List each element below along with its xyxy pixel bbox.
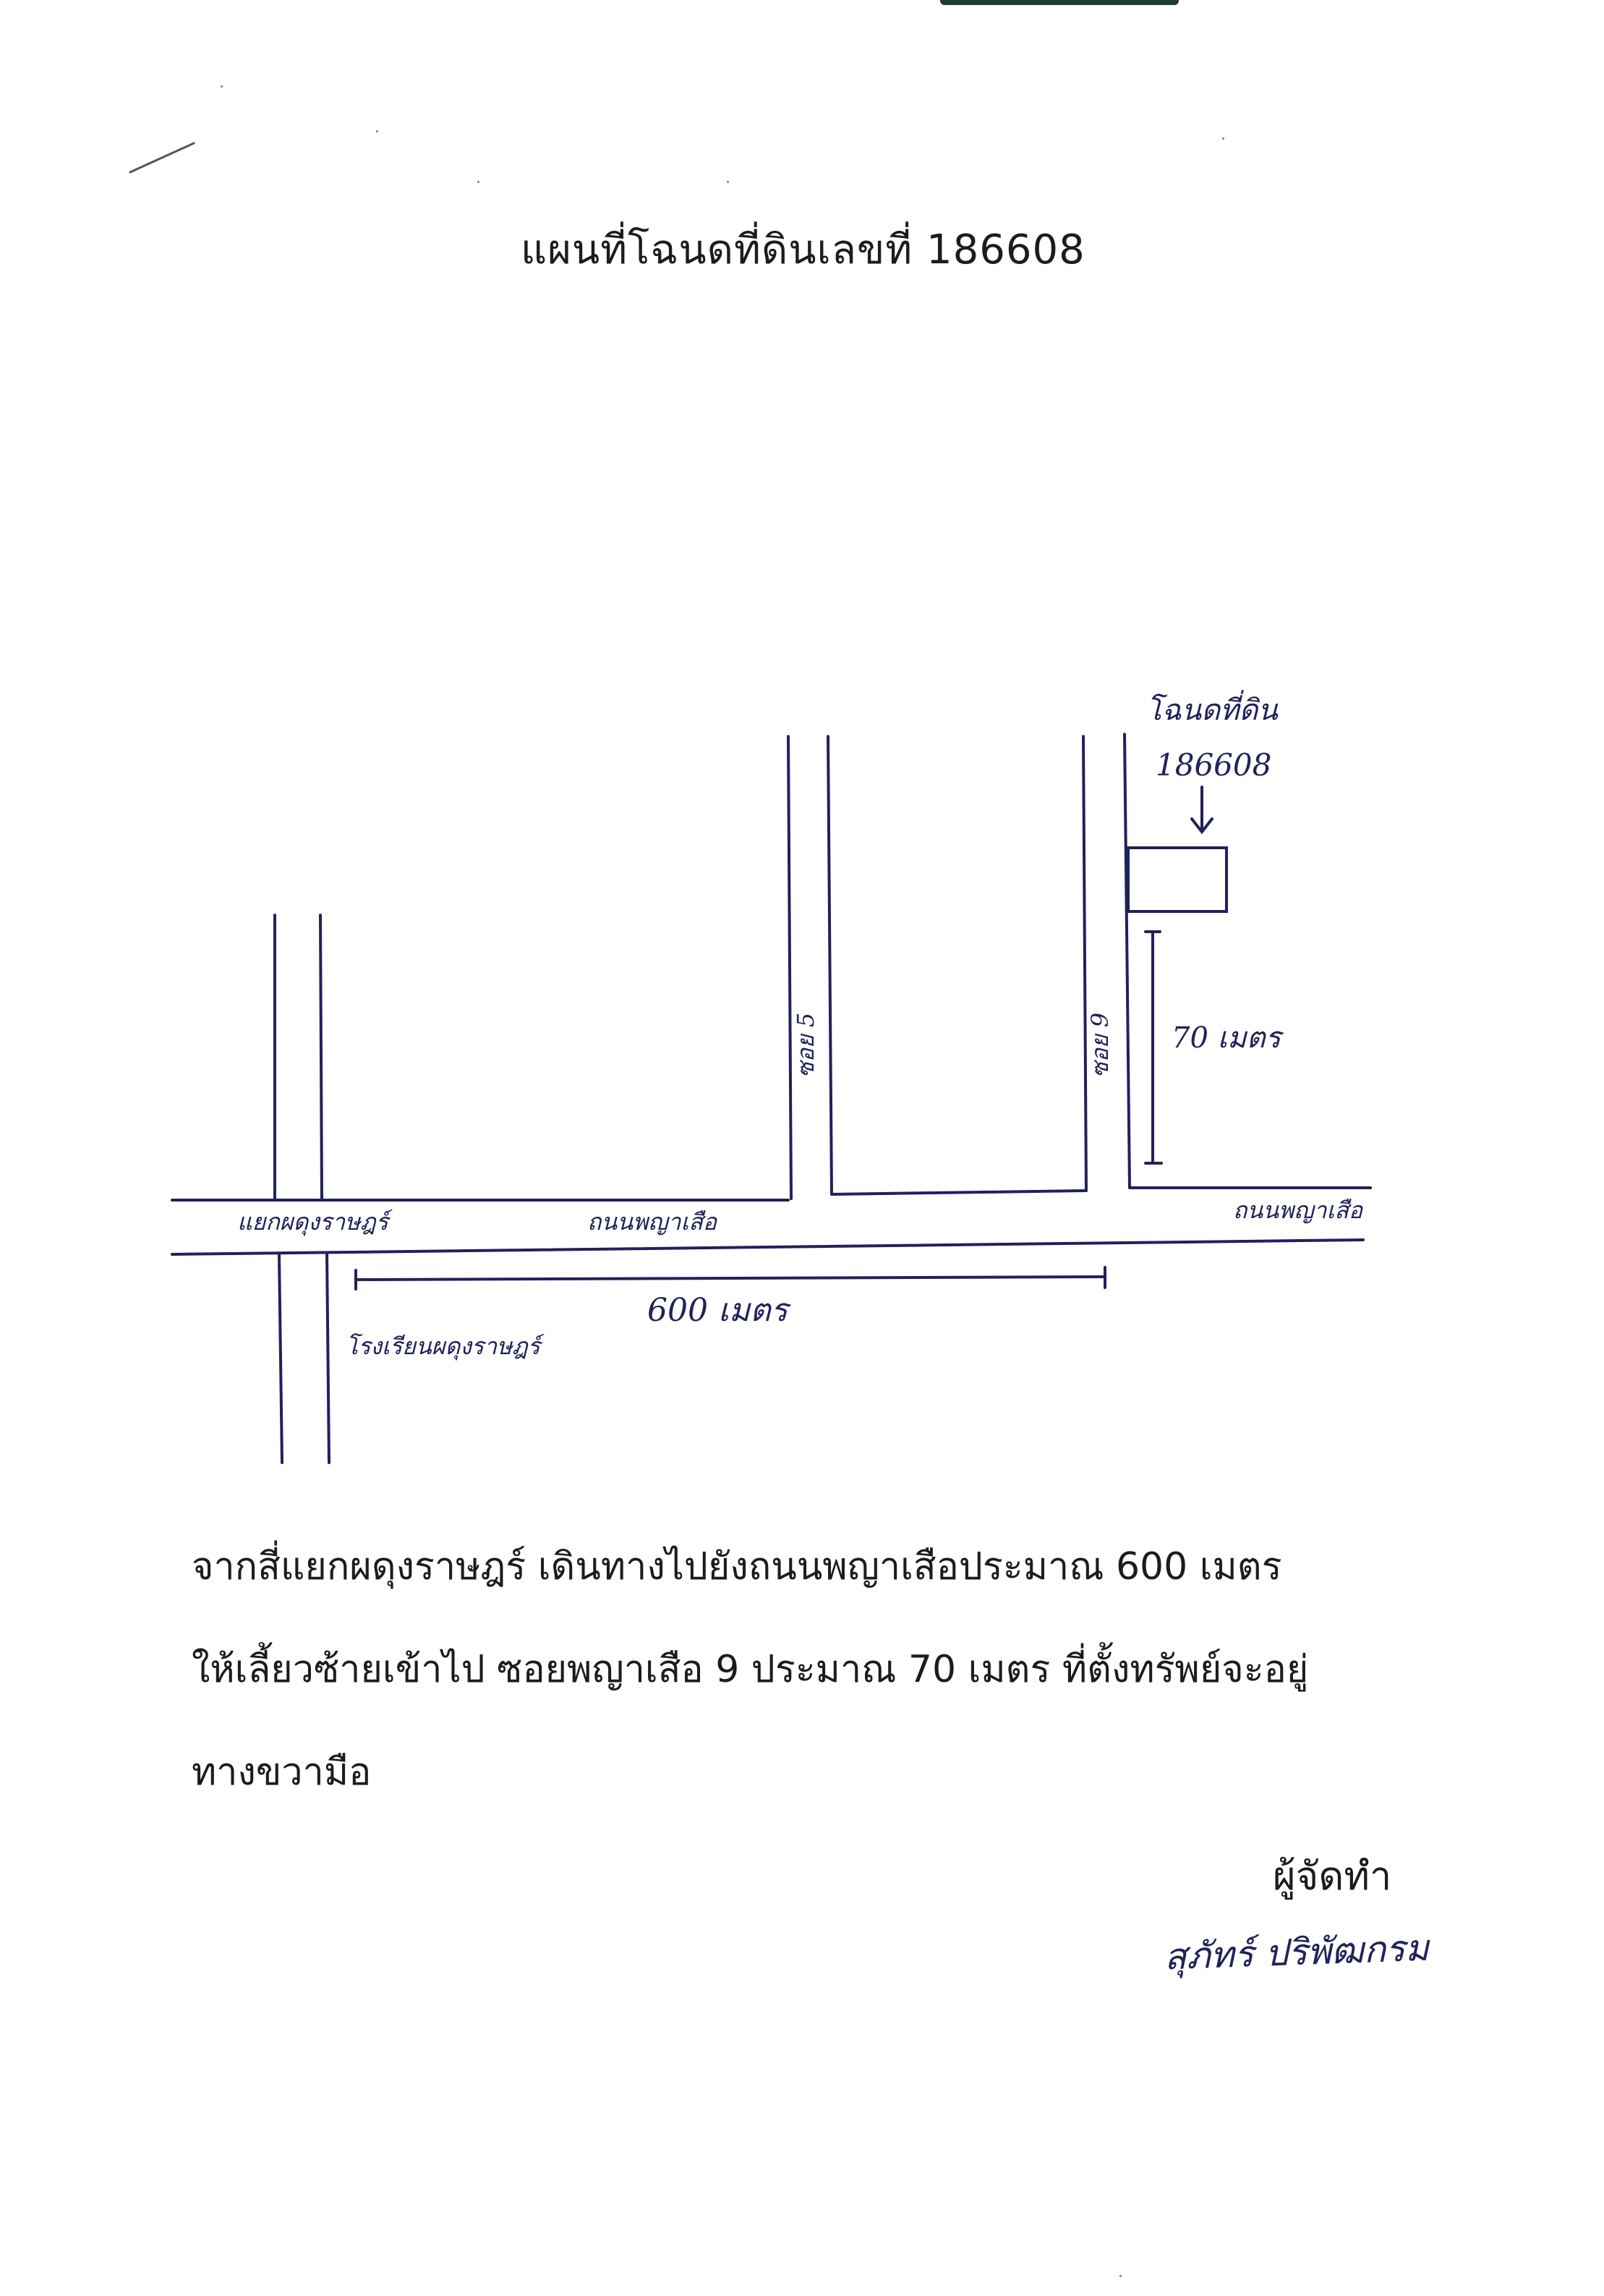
- scan-speck: [477, 181, 479, 183]
- deed-number-text: 186608: [1156, 747, 1271, 783]
- soi-9-left-edge: [1082, 735, 1088, 1192]
- cross-road-right-edge-south: [325, 1251, 330, 1464]
- preparer-signature: สุภัทร์ ปริพัฒกรม: [1164, 1926, 1430, 1978]
- soi-9-right-edge: [1123, 733, 1131, 1189]
- scan-speck: [727, 181, 729, 183]
- main-road-label-left: ถนนพญาเสือ: [587, 1208, 718, 1236]
- main-road-bottom-edge: [171, 1238, 1365, 1256]
- directions-line-3: ทางขวามือ: [192, 1751, 372, 1794]
- soi-5-right-edge: [827, 735, 833, 1196]
- distance-600m-line: [354, 1275, 1106, 1281]
- distance-600m-label: 600 เมตร: [647, 1292, 792, 1329]
- soi-5-left-edge: [787, 735, 793, 1200]
- intersection-label: แยกผดุงราษฎร์: [237, 1208, 393, 1236]
- scan-speck: [1119, 2275, 1122, 2277]
- deed-label-text: โฉนดที่ดิน: [1146, 689, 1279, 727]
- cross-road-left-edge-south: [278, 1254, 283, 1464]
- stray-pen-mark: [129, 142, 195, 174]
- cross-road-right-edge-north: [319, 914, 323, 1200]
- main-road-label-right: ถนนพญาเสือ: [1233, 1196, 1364, 1224]
- deed-pointer-arrowhead: [1190, 817, 1213, 835]
- distance-70m-label: 70 เมตร: [1172, 1021, 1284, 1055]
- school-label: โรงเรียนผดุงราษฎร์: [346, 1332, 545, 1361]
- page-edge-mark: [940, 0, 1179, 5]
- deed-plot: [1127, 846, 1228, 913]
- page-title: แผนที่โฉนดที่ดินเลขที่ 186608: [521, 226, 1085, 273]
- directions-paragraph: จากสี่แยกผดุงราษฎร์ เดินทางไปยังถนนพญาเส…: [192, 1515, 1436, 1824]
- preparer-label: ผู้จัดทำ: [1273, 1853, 1392, 1899]
- directions-line-1: จากสี่แยกผดุงราษฎร์ เดินทางไปยังถนนพญาเส…: [192, 1545, 1282, 1589]
- soi-5-label: ซอย 5: [792, 1013, 819, 1078]
- main-road-top-edge-mid: [830, 1189, 1086, 1196]
- directions-line-2: ให้เลี้ยวซ้ายเข้าไป ซอยพญาเสือ 9 ประมาณ …: [192, 1648, 1309, 1691]
- soi-9-label: ซอย 9: [1086, 1013, 1114, 1078]
- scan-speck: [1222, 137, 1224, 140]
- scan-speck: [221, 85, 223, 88]
- scan-speck: [376, 130, 378, 132]
